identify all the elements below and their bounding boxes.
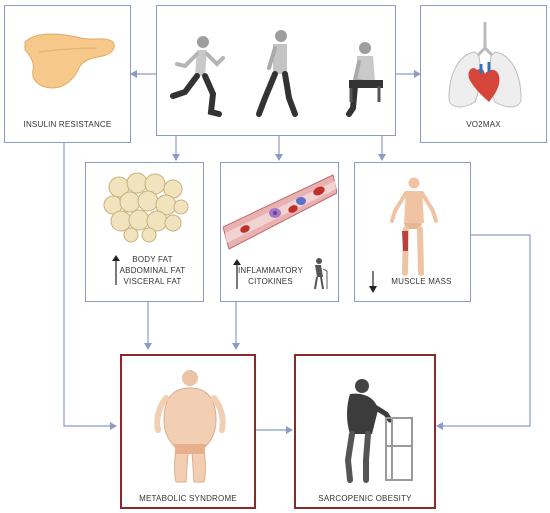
sitting-person-icon [346, 42, 383, 117]
pancreas-icon [24, 33, 115, 89]
lungs-heart-icon [448, 22, 522, 108]
arrow-up-icon [233, 259, 241, 289]
vo2max-label: VO2MAX [466, 120, 501, 129]
muscle-body-icon [390, 177, 438, 276]
vo2max-box: VO2MAX [420, 5, 547, 143]
obese-person-icon [154, 370, 226, 483]
arrow-insulin-to-metabolic [63, 143, 117, 430]
activity-decline-box [156, 5, 396, 136]
fat-cells-icon [103, 172, 189, 243]
sarcopenic-obesity-label: SARCOPENIC OBESITY [318, 494, 412, 503]
metabolic-syndrome-box: METABOLIC SYNDROME [120, 354, 256, 509]
body-fat-label: BODY FAT [132, 255, 173, 264]
blood-vessel-icon [223, 174, 337, 250]
citokines-label: CITOKINES [248, 277, 293, 286]
inflammatory-label: INFLAMMATORY [237, 266, 304, 275]
arrow-down-icon [369, 271, 377, 293]
muscle-mass-box: MUSCLE MASS [354, 162, 471, 302]
elderly-walker-icon [344, 379, 413, 483]
walking-person-icon [256, 30, 298, 117]
arrow-muscle-to-sarcopenic [436, 234, 531, 430]
body-fat-box: BODY FAT ABDOMINAL FAT VISCERAL FAT [85, 162, 204, 302]
elderly-cane-icon [314, 258, 328, 290]
insulin-resistance-box: INSULIN RESISTANCE [4, 5, 131, 143]
metabolic-syndrome-label: METABOLIC SYNDROME [139, 494, 237, 503]
arrow-up-icon [112, 255, 120, 285]
insulin-resistance-label: INSULIN RESISTANCE [23, 120, 112, 129]
visceral-fat-label: VISCERAL FAT [123, 277, 182, 286]
abdominal-fat-label: ABDOMINAL FAT [119, 266, 186, 275]
inflammation-box: INFLAMMATORY CITOKINES [220, 162, 339, 302]
sarcopenic-obesity-box: SARCOPENIC OBESITY [294, 354, 436, 509]
muscle-mass-label: MUSCLE MASS [391, 277, 452, 286]
running-person-icon [170, 36, 225, 117]
